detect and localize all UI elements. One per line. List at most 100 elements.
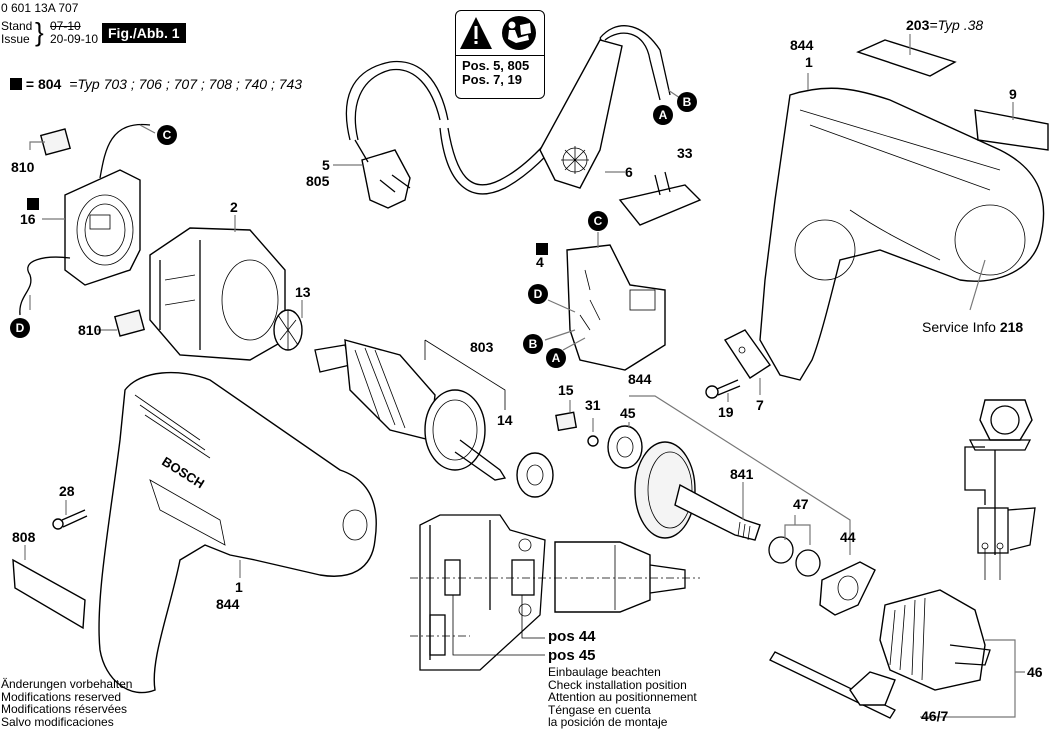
label-plate-9 xyxy=(974,109,1049,151)
label-part-4: 4 xyxy=(536,254,544,270)
label-plate-203 xyxy=(856,39,957,77)
label-part-6: 6 xyxy=(625,164,633,180)
service-info-code: 218 xyxy=(999,319,1024,335)
label-203-typ: =Typ .38 xyxy=(929,17,984,33)
installation-note-fr: Attention au positionnement xyxy=(548,690,697,704)
connector-b-cord: B xyxy=(677,92,697,112)
label-part-14: 14 xyxy=(497,412,513,428)
square-marker-icon xyxy=(27,198,39,210)
leader-lines xyxy=(24,34,1025,718)
label-part-1-top: 1 xyxy=(805,54,813,70)
connector-c-switch: C xyxy=(588,211,608,231)
disclaimer-fr: Modifications réservées xyxy=(1,702,128,716)
screw-part-28 xyxy=(52,509,88,530)
connector-c-brush: C xyxy=(157,125,177,145)
square-marker-icon xyxy=(10,78,22,90)
ball-part-31 xyxy=(587,435,599,447)
label-part-15: 15 xyxy=(558,382,574,398)
cord-guard-part-6 xyxy=(539,25,671,189)
issue-label: Issue xyxy=(1,32,30,46)
label-part-33: 33 xyxy=(677,145,693,161)
spindle-gear-part-841 xyxy=(634,441,761,541)
label-part-844-group: 844 xyxy=(628,371,652,387)
ball-bearing-part-14 xyxy=(516,452,554,498)
bearing-part-45 xyxy=(607,425,643,469)
label-part-810-top: 810 xyxy=(11,159,35,175)
disclaimer-es: Salvo modificaciones xyxy=(1,714,114,729)
label-part-45: 45 xyxy=(620,405,636,421)
label-part-810-bottom: 810 xyxy=(78,322,102,338)
installation-note-en: Check installation position xyxy=(548,677,687,692)
plug-part-5 xyxy=(354,139,411,209)
armature-part-803 xyxy=(314,339,507,481)
label-part-46-7: 46/7 xyxy=(921,708,949,724)
legend-804-typ: =Typ 703 ; 706 ; 707 ; 708 ; 740 ; 743 xyxy=(69,76,303,92)
label-part-44: 44 xyxy=(840,529,856,545)
brace: } xyxy=(35,17,44,47)
connector-a-cord: A xyxy=(653,105,673,125)
square-marker-4 xyxy=(536,241,548,259)
service-info-label: Service Info xyxy=(922,319,996,335)
label-part-46: 46 xyxy=(1027,664,1043,680)
square-marker-icon xyxy=(536,243,548,255)
legend-804-code: = 804 xyxy=(25,76,62,92)
brush-holder-part-16 xyxy=(19,123,151,316)
label-part-16: 16 xyxy=(20,211,36,227)
label-part-5: 5 xyxy=(322,157,330,173)
installation-pos-45: pos 45 xyxy=(548,647,596,664)
installation-note-es-1: Téngase en cuenta xyxy=(548,702,651,717)
installation-pos-44: pos 44 xyxy=(548,628,596,645)
housing-half-left: BOSCH xyxy=(98,371,377,694)
carbon-brush-bottom xyxy=(113,309,146,337)
label-part-805: 805 xyxy=(306,173,330,189)
safety-warning-box: Pos. 5, 805 Pos. 7, 19 xyxy=(455,10,545,99)
disclaimer-en: Modifications reserved xyxy=(1,689,122,704)
square-marker-16 xyxy=(27,196,39,214)
label-part-808: 808 xyxy=(12,529,36,545)
label-part-7: 7 xyxy=(756,397,764,413)
legend-804: = 804 =Typ 703 ; 706 ; 707 ; 708 ; 740 ;… xyxy=(10,76,302,92)
fan-pinion-part-13 xyxy=(273,309,303,351)
label-part-841: 841 xyxy=(730,466,754,482)
label-part-844-bottom: 844 xyxy=(216,596,240,612)
lock-button-part-33 xyxy=(618,171,702,226)
chuck-key-part-46-7 xyxy=(769,651,896,719)
label-203: 203=Typ .38 xyxy=(906,17,983,35)
wiring-schematic xyxy=(964,399,1036,580)
warning-icons xyxy=(460,16,536,50)
warning-line-2: Pos. 7, 19 xyxy=(462,72,522,87)
washers-part-47 xyxy=(768,536,821,577)
label-part-2: 2 xyxy=(230,199,238,215)
label-part-1-bottom: 1 xyxy=(235,579,243,595)
part-number: 0 601 13A 707 xyxy=(1,1,79,15)
field-stator-part-2 xyxy=(149,227,286,361)
drill-chuck-part-46 xyxy=(879,589,991,691)
label-part-803: 803 xyxy=(470,339,494,355)
installation-note-de: Einbaulage beachten xyxy=(548,665,661,679)
label-part-13: 13 xyxy=(295,284,311,300)
label-part-19: 19 xyxy=(718,404,734,420)
read-manual-icon xyxy=(502,16,536,50)
issue-value: 20-09-10 xyxy=(50,32,99,46)
housing-half-right xyxy=(759,87,1045,381)
installation-note-es-2: la posición de montaje xyxy=(548,715,668,729)
stand-value: 07-10 xyxy=(50,19,81,33)
connector-d-brush: D xyxy=(10,318,30,338)
switch-part-4 xyxy=(566,244,666,371)
disclaimer-de: Änderungen vorbehalten xyxy=(1,677,133,691)
service-info: Service Info 218 xyxy=(922,319,1023,335)
connector-d-switch: D xyxy=(528,284,548,304)
spring-plate-part-15 xyxy=(555,411,578,432)
figure-label: Fig./Abb. 1 xyxy=(102,23,186,43)
warning-triangle-icon xyxy=(460,17,492,49)
clamp-part-7 xyxy=(723,329,771,379)
warning-line-1: Pos. 5, 805 xyxy=(462,58,530,73)
carbon-brush-top xyxy=(39,128,72,156)
label-part-47: 47 xyxy=(793,496,809,512)
screw-part-19 xyxy=(705,379,741,399)
flange-part-44 xyxy=(819,561,876,616)
installation-cross-section xyxy=(410,514,700,671)
installation-note: Einbaulage beachten Check installation p… xyxy=(548,666,697,729)
label-part-203: 203 xyxy=(906,17,930,33)
